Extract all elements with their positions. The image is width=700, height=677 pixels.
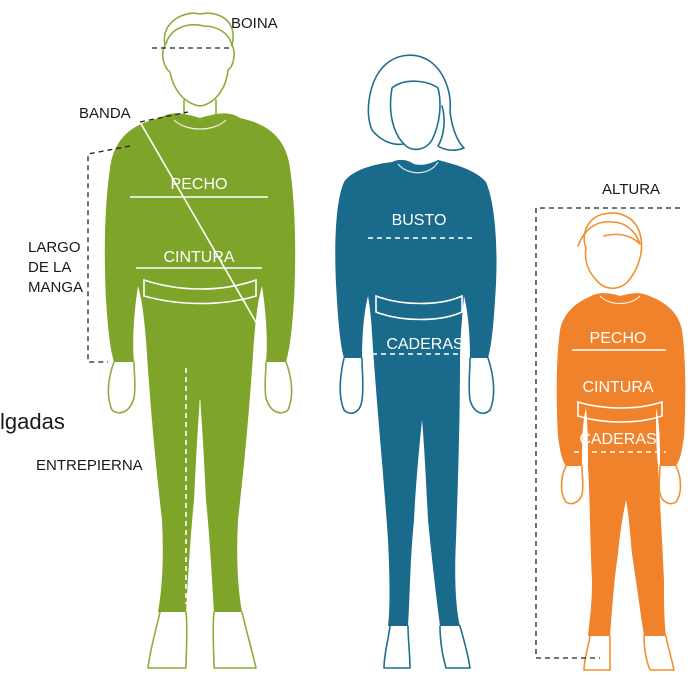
inches-label: lgadas — [0, 409, 65, 434]
man-feet — [148, 612, 256, 668]
man-waist-label: CINTURA — [163, 249, 234, 266]
beret-label: BOINA — [231, 15, 278, 32]
woman-face — [391, 81, 440, 149]
man-chest-label: PECHO — [171, 176, 228, 193]
sleeve-length-label-line1: LARGO — [28, 239, 81, 256]
woman-feet — [384, 626, 470, 668]
man-hair — [166, 25, 232, 46]
sleeve-length-label-line2: DE LA — [28, 259, 71, 276]
woman-hips-label: CADERAS — [386, 336, 463, 353]
child-head — [584, 213, 641, 288]
child-waist-label: CINTURA — [582, 379, 653, 396]
woman-bust-label: BUSTO — [392, 212, 447, 229]
height-label: ALTURA — [602, 181, 660, 198]
man-head — [163, 13, 234, 106]
inseam-label: ENTREPIERNA — [36, 457, 143, 474]
sash-label: BANDA — [79, 105, 131, 122]
woman-body — [335, 160, 496, 626]
child-chest-label: PECHO — [590, 330, 647, 347]
sleeve-length-label-line3: MANGA — [28, 279, 83, 296]
child-figure: PECHO CINTURA CADERAS — [557, 213, 686, 670]
child-hips-label: CADERAS — [579, 431, 656, 448]
woman-figure: BUSTO CADERAS — [335, 55, 496, 668]
child-feet — [584, 636, 674, 670]
woman-hair — [368, 55, 464, 150]
